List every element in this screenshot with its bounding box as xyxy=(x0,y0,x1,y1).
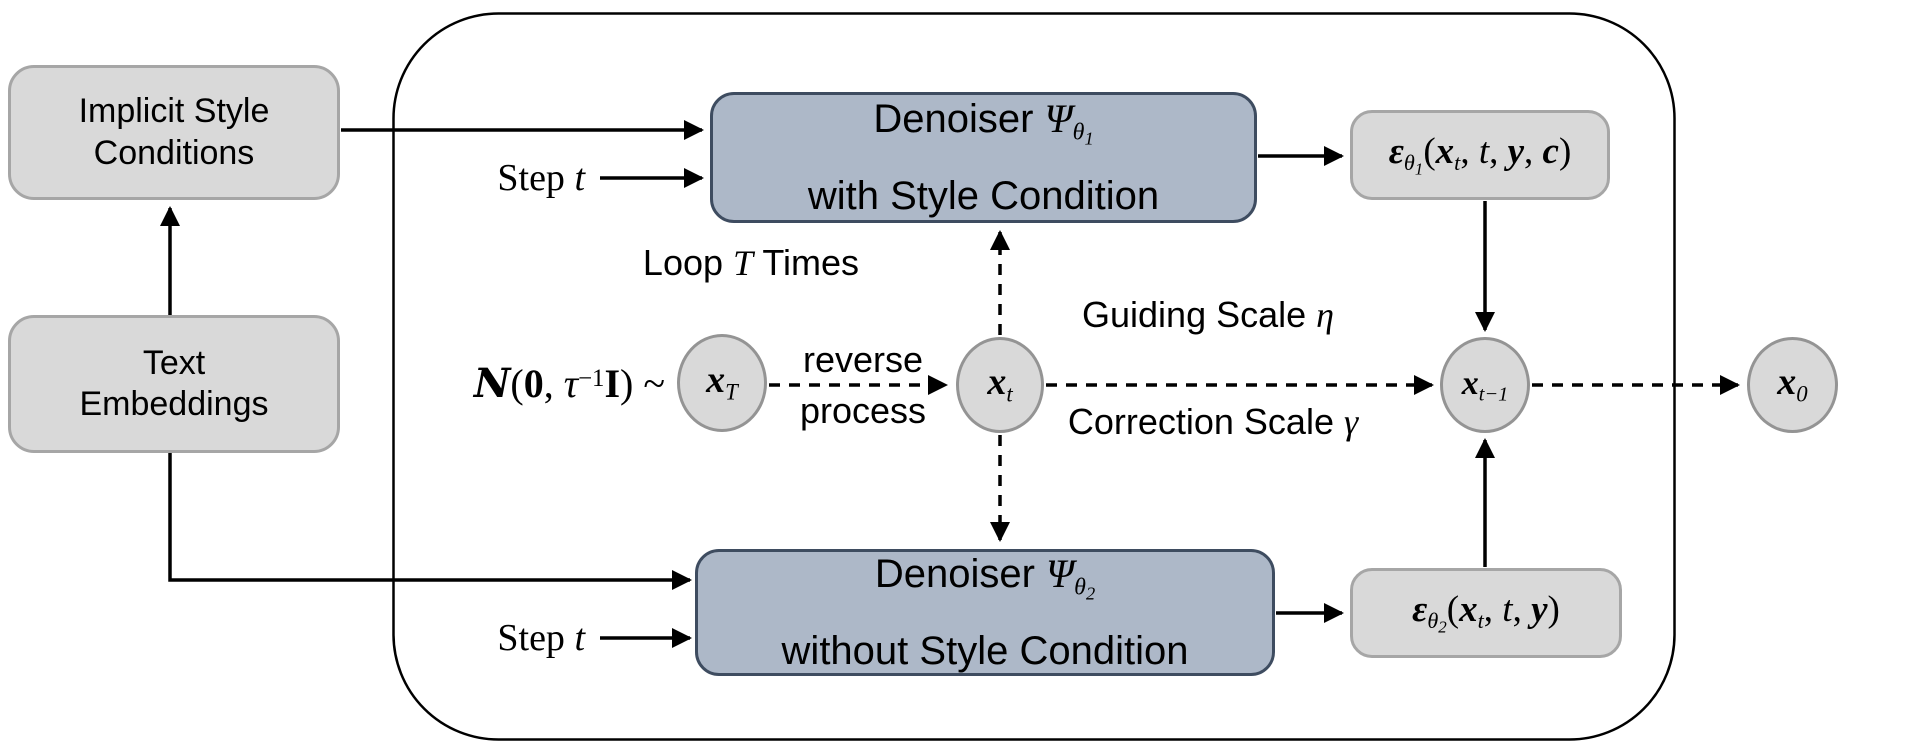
node-xt-label: xt xyxy=(987,361,1013,407)
eps2-formula: εθ2(xt, t, y) xyxy=(1412,589,1560,637)
node-x0-label: x0 xyxy=(1777,361,1808,407)
eps1-formula: εθ1(xt, t, y, c) xyxy=(1388,131,1572,179)
denoiser-with-style-title: Denoiser Ψθ1 xyxy=(873,95,1094,149)
node-xt: xt xyxy=(956,337,1044,433)
implicit-style-conditions-label: Implicit Style Conditions xyxy=(78,92,270,172)
eps1-output-box: εθ1(xt, t, y, c) xyxy=(1350,110,1610,200)
eps2-output-box: εθ2(xt, t, y) xyxy=(1350,568,1622,658)
denoiser-without-style-title: Denoiser Ψθ2 xyxy=(874,550,1096,604)
text-embeddings-label: Text Embeddings xyxy=(79,343,269,423)
denoiser-with-style-box: Denoiser Ψθ1 with Style Condition xyxy=(710,92,1257,223)
node-xt-1-label: xt−1 xyxy=(1461,364,1509,406)
denoiser-without-style-box: Denoiser Ψθ2 without Style Condition xyxy=(695,549,1275,676)
arrow-text-embeddings-to-denoiser2 xyxy=(168,453,692,590)
step-t-bottom-label: Step t xyxy=(497,617,585,659)
step-t-top-label: Step t xyxy=(497,157,585,199)
noise-prior-label: N(0, τ−1I) ~ xyxy=(473,360,665,407)
sampling-loop-container-border xyxy=(392,12,1676,741)
loop-T-times-label: Loop T Times xyxy=(642,242,860,283)
node-xT-label: xT xyxy=(706,359,738,405)
node-x0: x0 xyxy=(1747,337,1838,433)
correction-scale-label: Correction Scale γ xyxy=(1067,401,1359,442)
guiding-scale-label: Guiding Scale η xyxy=(1082,294,1334,335)
reverse-process-label: reverse process xyxy=(799,339,927,431)
text-embeddings-box: Text Embeddings xyxy=(8,315,340,453)
node-xT: xT xyxy=(677,334,767,432)
denoiser-with-style-subtitle: with Style Condition xyxy=(807,174,1160,219)
node-xt-1: xt−1 xyxy=(1440,337,1530,433)
implicit-style-conditions-box: Implicit Style Conditions xyxy=(8,65,340,200)
denoiser-without-style-subtitle: without Style Condition xyxy=(781,629,1189,674)
